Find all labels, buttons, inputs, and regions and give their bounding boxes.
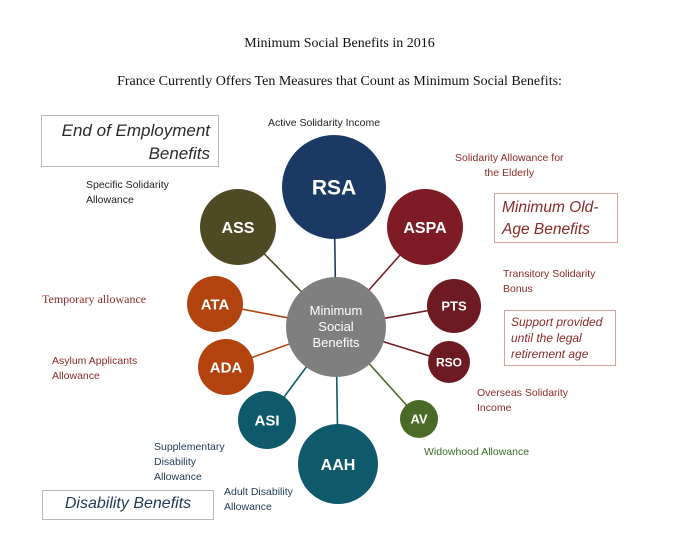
label-aah: Adult Disability Allowance <box>224 486 293 513</box>
bubble-aspa <box>387 189 463 265</box>
bubble-pts-abbr: PTS <box>441 299 467 314</box>
label-rso: Overseas Solidarity Income <box>477 387 569 414</box>
bubble-ada <box>198 339 254 395</box>
label-asi: Supplementary Disability Allowance <box>154 441 225 483</box>
bubble-ada-abbr: ADA <box>210 359 243 376</box>
bubble-pts <box>427 279 481 333</box>
label-ata: Temporary allowance <box>42 292 147 306</box>
bubble-av <box>400 400 438 438</box>
label-rsa: Active Solidarity Income <box>268 117 381 129</box>
category-box-support-until-retirement: Support provided until the legal retirem… <box>504 310 616 366</box>
bubble-ata-abbr: ATA <box>201 296 230 313</box>
label-ada: Asylum Applicants Allowance <box>52 355 138 382</box>
label-aspa: Solidarity Allowance for the Elderly <box>455 152 564 179</box>
category-box-end-of-employment: End of Employment Benefits <box>41 115 219 167</box>
bubble-aah-abbr: AAH <box>321 457 356 474</box>
category-box-disability: Disability Benefits <box>42 490 214 520</box>
diagram-title: Minimum Social Benefits in 2016 <box>244 36 435 51</box>
bubble-asi-abbr: ASI <box>254 412 279 429</box>
bubble-rsa <box>282 135 386 239</box>
bubble-aah <box>298 424 378 504</box>
hub-circle <box>286 277 386 377</box>
label-av: Widowhood Allowance <box>424 446 530 458</box>
bubble-ass-abbr: ASS <box>222 220 255 237</box>
bubble-aspa-abbr: ASPA <box>403 220 447 237</box>
bubble-ass <box>200 189 276 265</box>
bubble-av-abbr: AV <box>410 412 427 427</box>
category-box-minimum-old-age: Minimum Old- Age Benefits <box>494 193 618 243</box>
bubble-asi <box>238 391 296 449</box>
label-ass: Specific Solidarity Allowance <box>86 179 169 206</box>
bubble-ata <box>187 276 243 332</box>
bubble-rso-abbr: RSO <box>436 355 462 369</box>
label-pts: Transitory Solidarity Bonus <box>503 268 596 295</box>
diagram-subtitle: France Currently Offers Ten Measures tha… <box>117 74 562 89</box>
bubble-rso <box>428 341 470 383</box>
bubble-rsa-abbr: RSA <box>312 177 356 200</box>
